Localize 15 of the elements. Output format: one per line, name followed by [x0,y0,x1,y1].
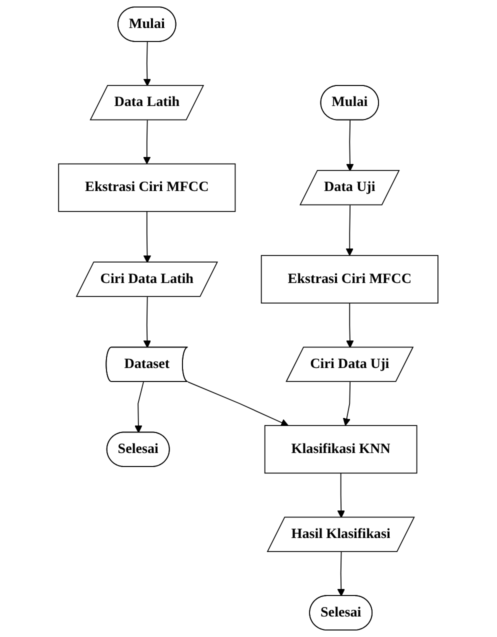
arrow [144,41,152,86]
arrow [337,472,346,518]
node-box: Ekstrasi Ciri MFCC [58,163,236,212]
arrow [134,382,144,433]
node-box: Klasifikasi KNN [264,425,418,474]
arrow [346,302,354,348]
arrow [188,382,289,426]
arrow [144,296,152,348]
arrow [343,382,351,426]
arrow [144,211,152,263]
arrow [143,120,151,164]
node-box: Ekstrasi Ciri MFCC [261,255,439,304]
arrow [346,204,354,256]
arrow [346,120,354,172]
arrow [337,552,346,596]
